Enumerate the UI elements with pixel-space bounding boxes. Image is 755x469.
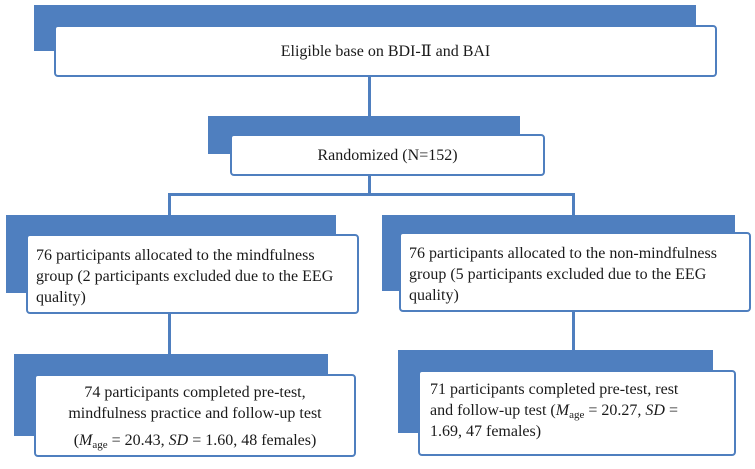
connector-eligible-to-randomized bbox=[368, 76, 371, 116]
mind-complete-m: M bbox=[79, 432, 93, 449]
mind-complete-line3: (Mage = 20.43, SD = 1.60, 48 females) bbox=[42, 430, 348, 451]
nonmind-complete-sd: SD bbox=[645, 402, 665, 419]
nonmind-complete-line2a: and follow-up test ( bbox=[430, 402, 556, 419]
nonmind-complete-line2: and follow-up test (Mage = 20.27, SD = bbox=[430, 400, 728, 421]
connector-right-alloc-to-complete bbox=[572, 310, 575, 350]
randomized-box: Randomized (N=152) bbox=[230, 134, 545, 176]
mind-alloc-box: 76 participants allocated to the mindful… bbox=[26, 234, 359, 314]
nonmind-complete-line1: 71 participants completed pre-test, rest bbox=[430, 381, 679, 398]
mind-complete-line2: mindfulness practice and follow-up test bbox=[68, 405, 322, 422]
mind-complete-sd: SD bbox=[168, 432, 189, 449]
nonmind-complete-m: M bbox=[555, 402, 570, 419]
nonmind-complete-sub: age bbox=[569, 409, 585, 421]
connector-randomized-down bbox=[368, 174, 371, 194]
connector-left-drop bbox=[168, 193, 171, 215]
eligible-text: Eligible base on BDI-Ⅱ and BAI bbox=[280, 42, 491, 60]
mind-complete-sub: age bbox=[92, 439, 108, 451]
mind-complete-mid: = 20.43, bbox=[107, 432, 169, 449]
mind-complete-box: 74 participants completed pre-test, mind… bbox=[34, 374, 356, 457]
eligible-box: Eligible base on BDI-Ⅱ and BAI bbox=[54, 25, 717, 77]
connector-left-alloc-to-complete bbox=[168, 312, 171, 354]
randomized-text: Randomized (N=152) bbox=[317, 146, 458, 164]
mind-complete-end: = 1.60, 48 females) bbox=[188, 432, 317, 449]
connector-horizontal-split bbox=[168, 193, 575, 196]
nonmind-alloc-box: 76 participants allocated to the non-min… bbox=[399, 232, 751, 312]
nonmind-complete-box: 71 participants completed pre-test, rest… bbox=[418, 370, 736, 456]
nonmind-complete-line3: 1.69, 47 females) bbox=[430, 423, 542, 440]
mind-complete-open: ( bbox=[73, 432, 80, 449]
nonmind-complete-mid2: = bbox=[664, 402, 678, 419]
nonmind-complete-mid: = 20.27, bbox=[584, 402, 646, 419]
connector-right-drop bbox=[572, 193, 575, 215]
mind-complete-line1: 74 participants completed pre-test, bbox=[84, 384, 306, 401]
mind-alloc-text: 76 participants allocated to the mindful… bbox=[36, 247, 334, 306]
nonmind-alloc-text: 76 participants allocated to the non-min… bbox=[409, 245, 717, 304]
